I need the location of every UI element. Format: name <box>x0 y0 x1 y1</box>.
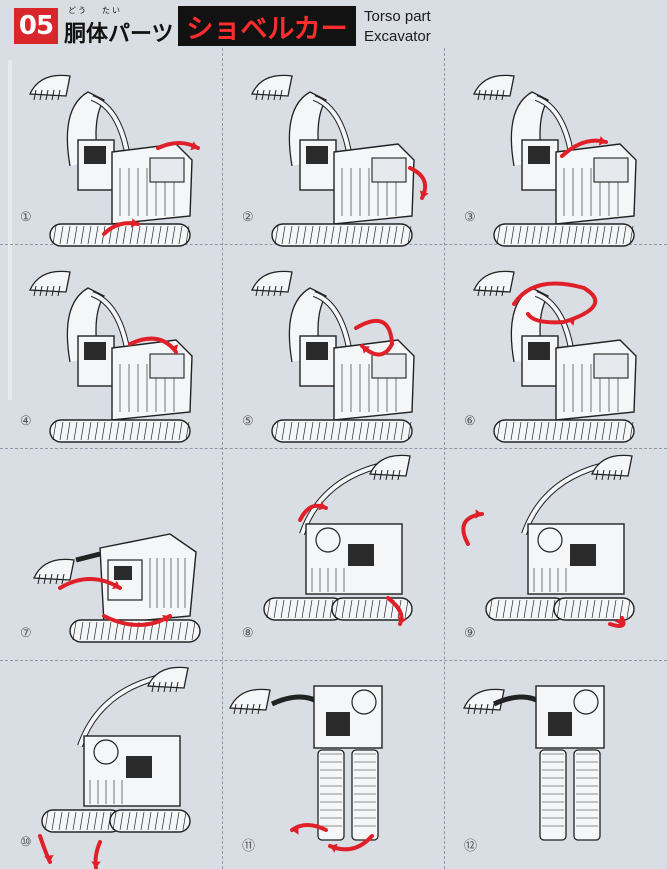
ruby-reading-left: どう <box>68 6 88 15</box>
instruction-step-9: ⑨ <box>444 448 666 660</box>
arrow-head-icon <box>162 615 170 624</box>
arrow-head-icon <box>475 509 482 519</box>
instruction-step-4: ④ <box>0 244 222 448</box>
step-illustration <box>229 685 383 853</box>
step-illustration <box>38 666 191 869</box>
arrow-head-icon <box>292 825 299 835</box>
arrow-head-icon <box>568 316 576 326</box>
step-number-label: ⑫ <box>464 839 478 854</box>
instruction-step-3: ③ <box>444 48 666 247</box>
instruction-step-1: ① <box>0 48 222 247</box>
grid-divider-vertical <box>222 48 223 869</box>
step-number-badge: 05 <box>14 8 58 44</box>
step-illustration <box>251 74 429 247</box>
step-illustration <box>29 74 200 247</box>
instruction-step-7: ⑦ <box>0 448 222 660</box>
step-number-label: ③ <box>464 210 476 225</box>
grid-divider-vertical <box>444 48 445 869</box>
step-number-label: ④ <box>20 414 32 429</box>
page-edge-highlight <box>8 60 12 400</box>
grid-divider-horizontal <box>0 448 667 449</box>
instruction-step-2: ② <box>222 48 444 247</box>
instruction-step-5: ⑤ <box>222 244 444 448</box>
step-illustration <box>473 74 637 247</box>
arrow-head-icon <box>318 501 326 511</box>
step-number-label: ⑩ <box>20 835 32 850</box>
step-number-label: ⑤ <box>242 414 254 429</box>
arrow-head-icon <box>397 616 407 624</box>
step-illustration <box>461 454 635 628</box>
instruction-step-8: ⑧ <box>222 448 444 660</box>
arrow-head-icon <box>330 843 338 853</box>
step-number-label: ⑪ <box>242 839 256 854</box>
step-number-label: ⑧ <box>242 626 254 641</box>
instruction-step-12: ⑫ <box>444 660 666 869</box>
curved-arrow-icon <box>512 281 598 325</box>
arrow-head-icon <box>419 190 429 198</box>
arrow-head-icon <box>362 346 370 354</box>
step-number-label: ⑦ <box>20 626 32 641</box>
step-illustration <box>251 270 415 443</box>
step-illustration <box>473 270 637 443</box>
instruction-step-6: ⑥ <box>444 244 666 448</box>
grid-divider-horizontal <box>0 660 667 661</box>
step-illustration <box>263 454 413 626</box>
step-illustration <box>29 270 193 443</box>
ruby-reading-right: たい <box>102 6 122 15</box>
step-illustration <box>463 685 605 841</box>
curved-arrow-icon <box>461 512 484 546</box>
arrow-head-icon <box>598 136 606 146</box>
arrow-head-icon <box>169 344 179 352</box>
english-vehicle-label: Excavator <box>364 28 431 45</box>
english-part-label: Torso part <box>364 8 431 25</box>
arrow-head-icon <box>91 861 101 868</box>
page-header: 05 どう たい 胴体パーツ ショベルカー Torso part Excavat… <box>0 0 667 60</box>
vehicle-name: ショベルカー <box>178 6 356 46</box>
arrow-head-icon <box>112 580 120 589</box>
arrow-head-icon <box>44 854 54 862</box>
arrow-head-icon <box>190 141 198 151</box>
curved-arrow-icon <box>608 616 626 628</box>
part-title: 胴体パーツ <box>64 22 174 47</box>
step-number-label: ⑨ <box>464 626 476 641</box>
part-title-block: どう たい 胴体パーツ <box>62 4 174 47</box>
instruction-step-11: ⑪ <box>222 660 444 869</box>
step-illustration <box>33 533 201 643</box>
step-number-label: ⑥ <box>464 414 476 429</box>
step-number-label: ① <box>20 210 32 225</box>
step-number-label: ② <box>242 210 254 225</box>
arrow-head-icon <box>130 218 138 228</box>
curved-arrow-icon <box>354 318 395 357</box>
instruction-step-10: ⑩ <box>0 660 222 869</box>
arrow-head-icon <box>614 618 623 626</box>
